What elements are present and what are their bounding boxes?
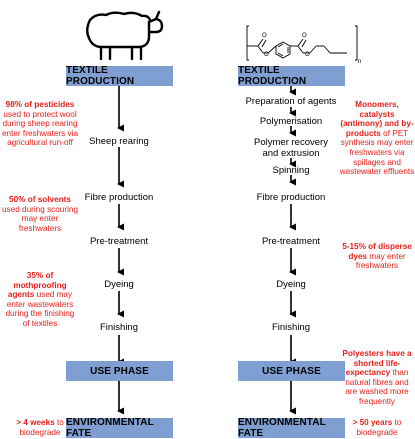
step-polymerisation: Polymerisation (259, 116, 323, 127)
note-solvents: 50% of solvents used during scouring may… (2, 195, 79, 233)
step-finishing: Finishing (271, 322, 311, 333)
repeat-subscript: n (358, 59, 362, 65)
note-mothproofing: 35% of mothproofing agents used may ente… (5, 271, 75, 328)
step-dyeing: Dyeing (276, 279, 306, 290)
right-textile-production-box: TEXTILE PRODUCTION (238, 65, 345, 87)
left-use-phase-box: USE PHASE (66, 361, 173, 381)
step-sheep-rearing: Sheep rearing (89, 136, 149, 147)
step-fibre-production: Fibre production (84, 192, 154, 203)
step-pre-treatment: Pre-treatment (89, 236, 149, 247)
step-dyeing: Dyeing (104, 279, 134, 290)
right-use-phase-box: USE PHASE (238, 361, 345, 381)
svg-text:O: O (305, 52, 310, 58)
step-preparation-of-agents: Preparation of agents (245, 96, 337, 107)
left-textile-production-box: TEXTILE PRODUCTION (66, 65, 173, 87)
note-polyester-life: Polyesters have a shorted life-expectanc… (342, 349, 412, 406)
note-disperse-dyes: 5-15% of disperse dyes may enter freshwa… (342, 242, 412, 271)
step-pre-treatment: Pre-treatment (261, 236, 321, 247)
left-environmental-fate-box: ENVIRONMENTAL FATE (66, 417, 173, 439)
right-environmental-fate-box: ENVIRONMENTAL FATE (238, 417, 345, 439)
note-pesticides: 98% of pesticides used to protect wool d… (2, 100, 78, 148)
svg-text:O: O (264, 52, 269, 58)
step-fibre-production: Fibre production (256, 192, 326, 203)
step-finishing: Finishing (99, 322, 139, 333)
note-wool-biodegrade: > 4 weeks to biodegrade (16, 418, 64, 437)
step-spinning: Spinning (272, 165, 310, 176)
step-polymer-recovery: Polymer recovery and extrusion (254, 137, 328, 159)
note-monomers: Monomers, catalysts (antimony) and by-pr… (339, 100, 415, 177)
svg-text:O: O (262, 33, 267, 39)
svg-text:O: O (302, 33, 307, 39)
note-polyester-biodegrade: > 50 years to biodegrade (352, 418, 402, 437)
